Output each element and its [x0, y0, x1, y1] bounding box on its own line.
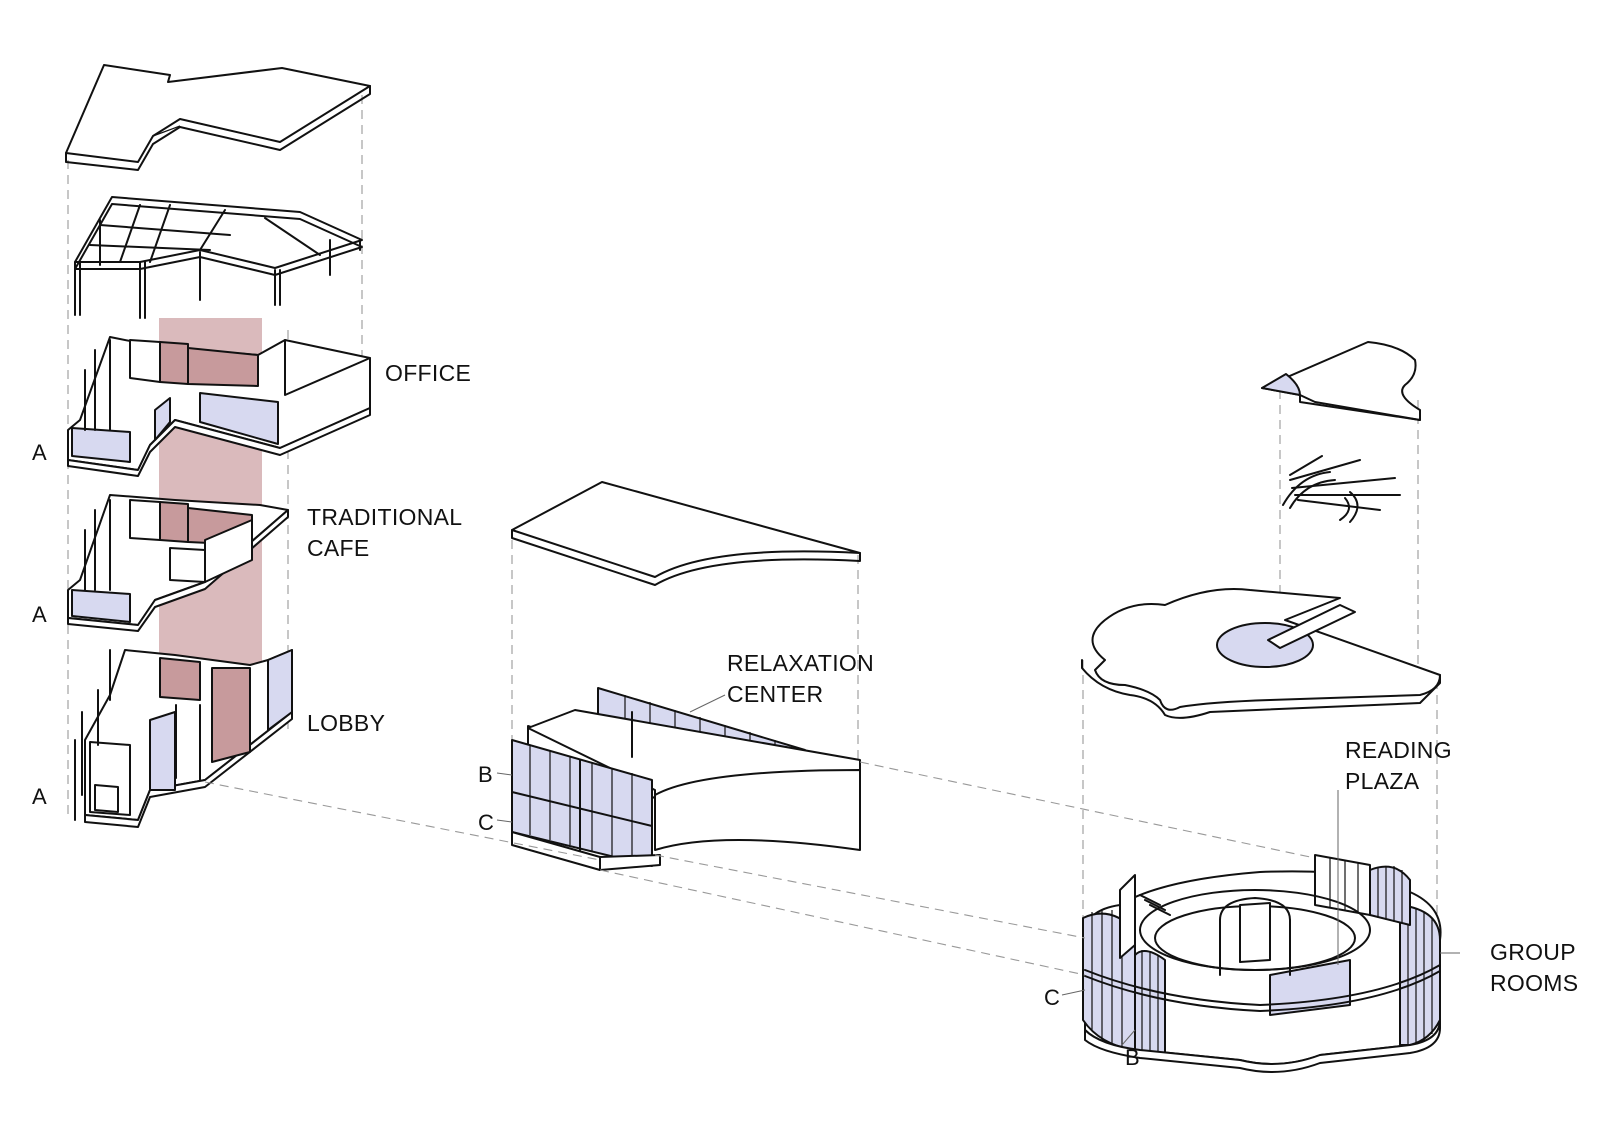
reading-stair-fan [1282, 455, 1401, 523]
office-floor [67, 336, 371, 477]
marker-a-office: A [32, 440, 47, 465]
marker-b-relaxation: B [478, 762, 493, 787]
marker-a-cafe: A [32, 602, 47, 627]
structural-frame [74, 196, 363, 319]
marker-c-relaxation: C [478, 810, 494, 835]
relaxation-floor [511, 687, 861, 871]
marker-b-reading: B [1125, 1045, 1140, 1070]
traditional-cafe-floor [67, 494, 289, 632]
marker-c-reading: C [1044, 985, 1060, 1010]
label-relaxation-center: RELAXATION CENTER [727, 650, 874, 707]
relaxation-roof-slab [511, 481, 861, 586]
marker-a-lobby: A [32, 784, 47, 809]
label-lobby: LOBBY [307, 710, 386, 736]
lobby-floor [74, 649, 293, 828]
roof-slab [65, 64, 371, 171]
label-traditional-cafe: TRADITIONAL CAFE [307, 504, 463, 561]
label-office: OFFICE [385, 360, 472, 386]
label-reading-plaza: READING PLAZA [1345, 737, 1452, 794]
reading-top-slab [1261, 341, 1421, 421]
reading-ground-enclosure [1082, 854, 1442, 1073]
label-group-rooms: GROUP ROOMS [1490, 939, 1579, 996]
reading-floor-slab [1081, 588, 1441, 719]
leader-lines [496, 694, 1460, 1046]
diagonal-alignment-lines [204, 761, 1316, 976]
